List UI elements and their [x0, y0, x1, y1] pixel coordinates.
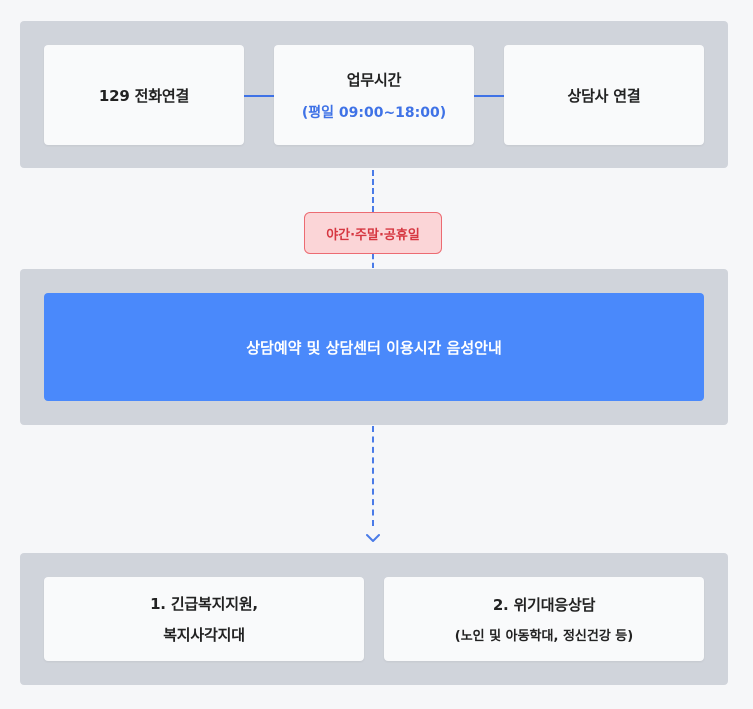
emergency-welfare-line1: 1. 긴급복지지원,	[150, 595, 258, 613]
emergency-welfare-card: 1. 긴급복지지원, 복지사각지대	[44, 577, 364, 661]
chevron-down-icon	[366, 534, 380, 542]
crisis-counseling-card: 2. 위기대응상담 (노인 및 아동학대, 정신건강 등)	[384, 577, 704, 661]
after-hours-badge: 야간·주말·공휴일	[304, 212, 442, 254]
connector-left	[244, 95, 274, 97]
dashed-connector-1	[372, 170, 374, 212]
call-129-card: 129 전화연결	[44, 45, 244, 145]
business-hours-card: 업무시간 (평일 09:00~18:00)	[274, 45, 474, 145]
emergency-welfare-line2: 복지사각지대	[163, 626, 245, 644]
business-hours-title: 업무시간	[346, 70, 402, 89]
connector-right	[474, 95, 504, 97]
counselor-label: 상담사 연결	[567, 86, 641, 105]
counselor-card: 상담사 연결	[504, 45, 704, 145]
voice-guide-bar: 상담예약 및 상담센터 이용시간 음성안내	[44, 293, 704, 401]
business-hours-time: (평일 09:00~18:00)	[301, 104, 447, 121]
call-129-label: 129 전화연결	[98, 86, 190, 105]
dashed-connector-2	[372, 254, 374, 268]
dashed-connector-3	[372, 426, 374, 526]
crisis-counseling-line1: 2. 위기대응상담	[492, 596, 596, 614]
crisis-counseling-line2: (노인 및 아동학대, 정신건강 등)	[454, 629, 634, 644]
